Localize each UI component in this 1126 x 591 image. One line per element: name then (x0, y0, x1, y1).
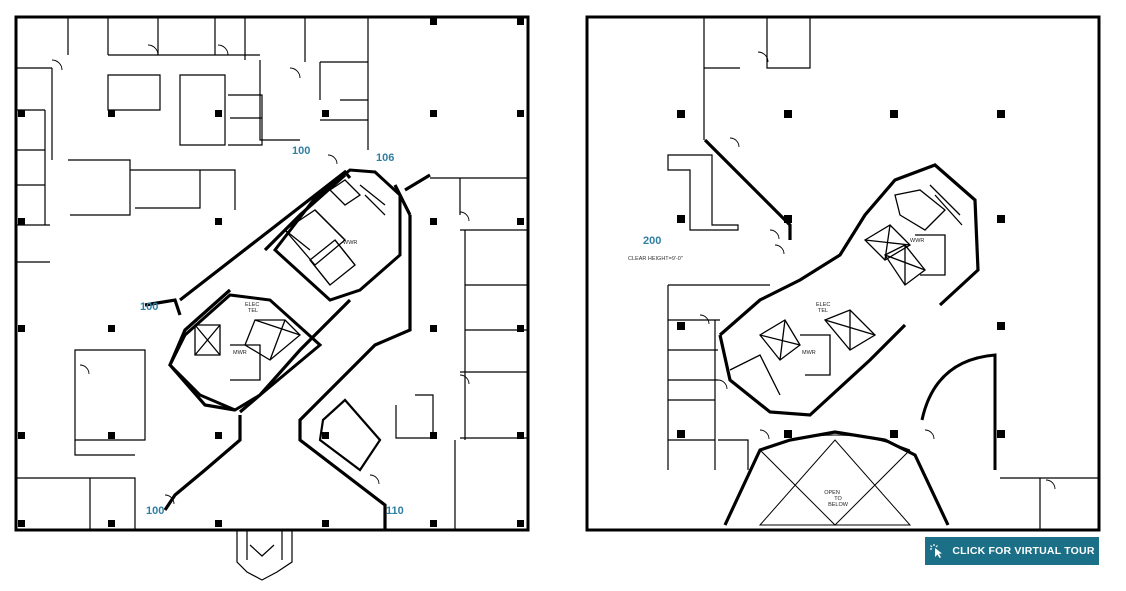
floor-1-suite-labels: 100 106 100 100 110 (140, 145, 404, 517)
mwr-label: MWR (802, 350, 816, 356)
floor-2-outline (585, 15, 1101, 532)
curved-wall (920, 353, 997, 470)
open-to-below-label-3: BELOW (828, 502, 849, 508)
open-to-below-label-1: OPEN (824, 490, 840, 496)
floor-1-lower-core (168, 293, 323, 412)
floor-1-columns (18, 18, 524, 527)
floor-1-outline (14, 15, 530, 532)
suite-label: 110 (386, 505, 404, 517)
floor-2-labels: 200 CLEAR HEIGHT=9'-0" ELEC TEL MWR WWR … (628, 235, 924, 508)
floor-2-columns (677, 110, 1005, 438)
floor-1-diagonal-walls (144, 169, 431, 530)
floor-1-upper-core (272, 168, 402, 302)
elec-label: ELEC (245, 302, 259, 308)
open-to-below-label-2: TO (834, 496, 842, 502)
suite-label: 100 (146, 505, 164, 517)
suite-label: 100 (140, 301, 158, 313)
virtual-tour-button[interactable]: CLICK FOR VIRTUAL TOUR (925, 537, 1099, 565)
floor-2-upper-core (863, 184, 963, 286)
entrance-canopy (236, 529, 293, 581)
tel-label: TEL (818, 308, 828, 314)
floor-2-plan: 200 CLEAR HEIGHT=9'-0" ELEC TEL MWR WWR … (585, 15, 1101, 532)
pointer-click-icon (930, 544, 943, 558)
floor-1-doors (51, 44, 470, 505)
floor-1-left-offices (16, 349, 146, 530)
floor-2-lower-core (729, 309, 877, 396)
floor-1-top-offices (16, 17, 369, 263)
suite-label: 106 (376, 152, 394, 164)
tel-label: TEL (248, 308, 258, 314)
wwr-label: WWR (910, 238, 924, 244)
floor-2-doors (699, 51, 1056, 490)
suite-label-200: 200 (643, 235, 661, 247)
elec-label: ELEC (816, 302, 830, 308)
floor-1-room-labels: ELEC TEL MWR WWR (233, 240, 357, 356)
clear-height-note: CLEAR HEIGHT=9'-0" (628, 256, 683, 262)
virtual-tour-label: CLICK FOR VIRTUAL TOUR (952, 545, 1095, 557)
floor-1-right-offices (395, 177, 528, 530)
mwr-label: MWR (233, 350, 247, 356)
wwr-label: WWR (343, 240, 357, 246)
floor-2-top-offices (667, 17, 1099, 530)
suite-label: 100 (292, 145, 310, 157)
floor-1-plan: 100 106 100 100 110 ELEC TEL MWR WWR (14, 15, 530, 581)
open-to-below (758, 434, 912, 526)
